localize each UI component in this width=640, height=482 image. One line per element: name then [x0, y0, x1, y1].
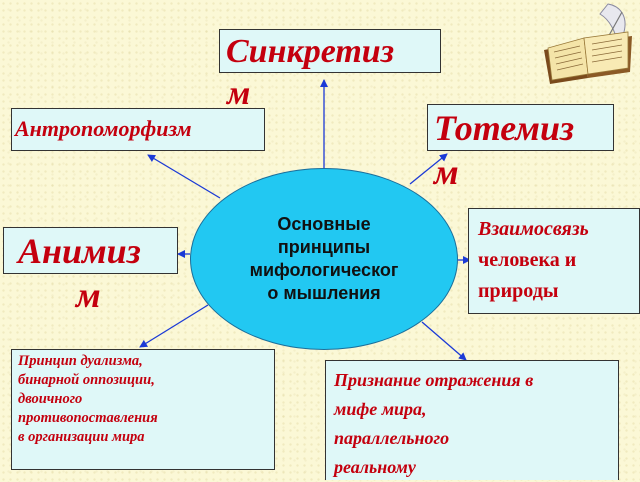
arrow-to-antropomorfizm — [147, 154, 221, 199]
node-antropomorfizm-label: Антропоморфизм — [15, 116, 192, 141]
open-book-with-quill-icon — [544, 3, 632, 84]
arrow-to-otrazhenie — [421, 321, 467, 361]
node-otrazhenie-line: Признание отражения в — [334, 370, 534, 390]
node-sinkretizm-line1: Синкретиз — [226, 33, 394, 70]
node-dualizm-line: противопоставления — [18, 410, 158, 426]
node-totemizm-line2: м — [434, 152, 459, 192]
node-sinkretizm: Синкретиз м — [219, 29, 441, 112]
node-dualizm-line: двоичного — [18, 391, 83, 407]
node-dualizm-line: бинарной оппозиции, — [18, 372, 155, 388]
node-otrazhenie-line: реальному — [334, 457, 416, 477]
node-antropomorfizm: Антропоморфизм — [11, 108, 265, 151]
central-concept: Основные принципы мифологическог о мышле… — [190, 168, 458, 350]
center-line: о мышления — [267, 283, 381, 303]
center-line: принципы — [277, 237, 371, 257]
node-dualizm-line: в организации мира — [18, 429, 145, 445]
center-line: Основные — [277, 214, 371, 234]
node-vzaimosvyaz-line: природы — [478, 280, 559, 302]
node-dualizm-line: Принцип дуализма, — [18, 353, 143, 369]
center-line: мифологическог — [249, 260, 399, 280]
node-otrazhenie-line: параллельного — [334, 428, 450, 448]
node-animizm-line1: Анимиз — [18, 231, 141, 271]
node-vzaimosvyaz-line: человека и — [478, 249, 577, 271]
node-sinkretizm-line2: м — [227, 75, 251, 112]
node-animizm: Анимиз м — [3, 227, 178, 315]
node-totemizm: Тотемиз м — [427, 104, 614, 192]
node-dualizm: Принцип дуализма, бинарной оппозиции, дв… — [11, 349, 275, 470]
node-otrazhenie-line: мифе мира, — [334, 399, 427, 419]
node-animizm-line2: м — [76, 275, 101, 315]
node-vzaimosvyaz: Взаимосвязь человека и природы — [468, 208, 640, 314]
node-vzaimosvyaz-line: Взаимосвязь — [478, 218, 589, 240]
arrow-to-dualizm — [139, 304, 209, 348]
node-otrazhenie: Признание отражения в мифе мира, паралле… — [325, 360, 619, 480]
node-totemizm-line1: Тотемиз — [434, 108, 575, 148]
arrow-to-totemizm — [409, 153, 448, 185]
